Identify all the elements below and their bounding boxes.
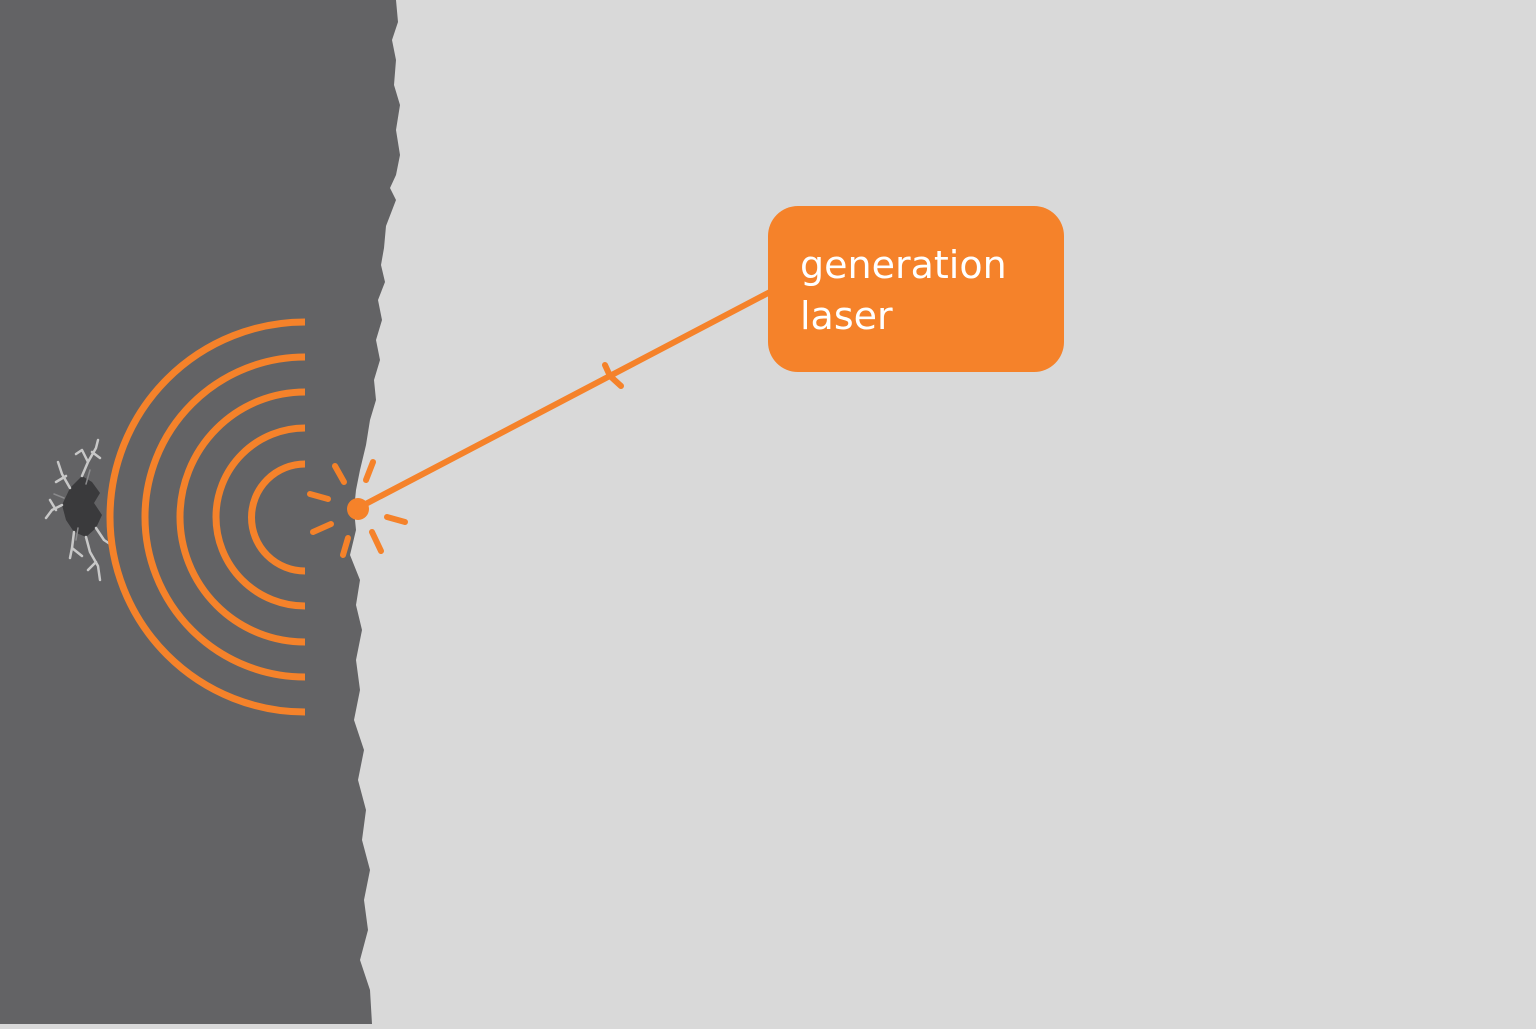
laser-beam-line	[355, 289, 773, 511]
wave-front	[106, 318, 306, 716]
crack-icon	[44, 438, 112, 582]
wave-front	[212, 424, 306, 610]
wave-front	[141, 353, 306, 681]
laser-spot	[347, 498, 369, 520]
laser-spot-icon	[307, 459, 408, 558]
material-block	[0, 0, 400, 1024]
generation-laser-label: generation laser	[768, 206, 1064, 372]
label-line-1: generation	[800, 243, 1007, 287]
laser-beam	[355, 289, 773, 511]
label-box-bg	[768, 206, 1064, 372]
ultrasound-wave-icon	[106, 318, 306, 716]
beam-arrow-icon	[602, 362, 624, 389]
label-line-2: laser	[800, 294, 893, 338]
wave-front	[176, 388, 306, 646]
wave-front	[248, 460, 306, 575]
